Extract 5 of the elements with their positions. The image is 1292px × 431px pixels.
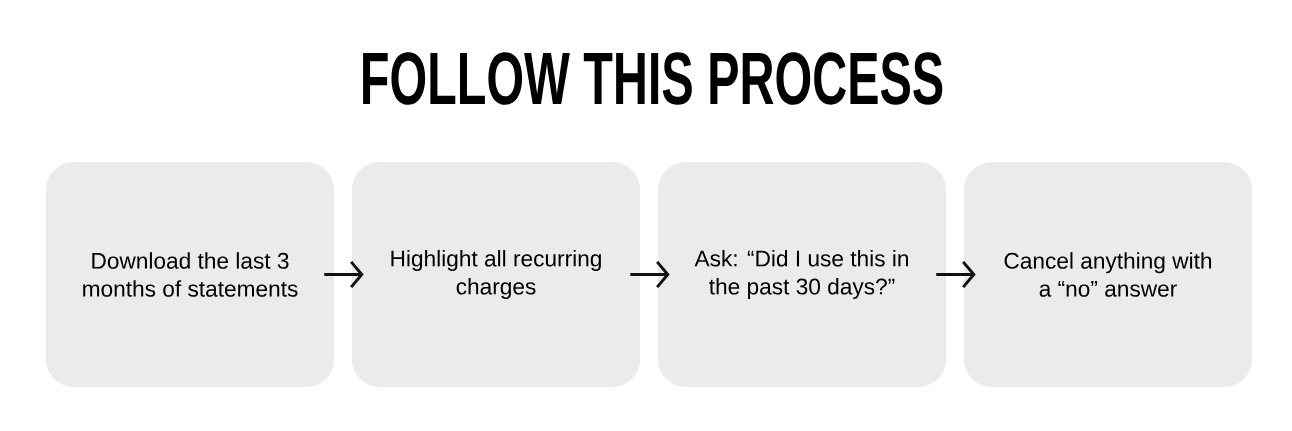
- title: FOLLOW THIS PROCESS: [363, 52, 943, 105]
- process-box: Download the last 3 months of statements: [46, 162, 334, 387]
- process-box: Cancel anything with a “no” answer: [964, 162, 1252, 387]
- process-box: Ask: “Did I use this in the past 30 days?”: [658, 162, 946, 387]
- process-box: Highlight all recurring charges: [352, 162, 640, 387]
